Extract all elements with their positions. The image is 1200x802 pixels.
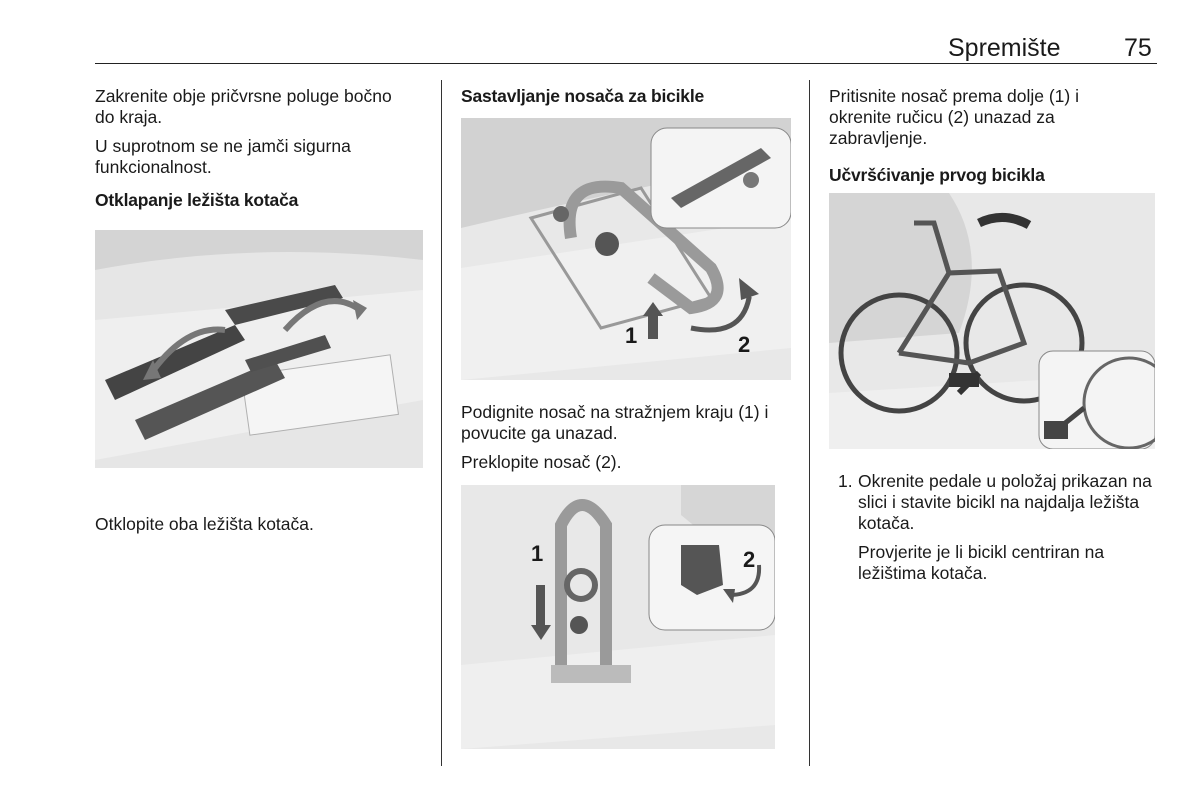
illustration-unfold-wheel-holders — [95, 230, 423, 468]
heading-unfold-wheel-holders: Otklapanje ležišta kotača — [95, 190, 299, 210]
paragraph-unfold-both: Otklopite oba ležišta kotača. — [95, 514, 314, 534]
column-2-heading: Sastavljanje nosača za bicikle — [461, 86, 791, 117]
column-3: Pritisnite nosač prema dolje (1) i okren… — [829, 86, 1159, 196]
step-note: Provjerite je li bicikl centriran na lež… — [858, 542, 1105, 583]
figure-label-1: 1 — [531, 541, 544, 566]
column-2-text: Podignite nosač na stražnjem kraju (1) i… — [461, 402, 791, 481]
figure-label-2: 2 — [738, 332, 751, 357]
running-header-title: Spremište — [948, 34, 1061, 62]
heading-assemble-carrier: Sastavljanje nosača za bicikle — [461, 86, 705, 106]
paragraph-press-carrier: Pritisnite nosač prema dolje (1) i okren… — [829, 86, 1079, 148]
step-text: Okrenite pedale u položaj prikazan na sl… — [858, 471, 1152, 533]
column-1: Zakrenite obje pričvrsne poluge bočno do… — [95, 86, 415, 221]
step-number: 1. — [838, 471, 853, 491]
paragraph-fold-carrier: Preklopite nosač (2). — [461, 452, 622, 472]
figure-label-2: 2 — [743, 547, 756, 572]
column-divider-left — [441, 80, 442, 766]
page-number: 75 — [1124, 34, 1152, 62]
column-divider-right — [809, 80, 810, 766]
figure-label-1: 1 — [625, 323, 638, 348]
caption-block: Otklopite oba ležišta kotača. — [95, 514, 425, 543]
paragraph-rotate-levers: Zakrenite obje pričvrsne poluge bočno do… — [95, 86, 392, 127]
step-list: 1. Okrenite pedale u položaj prikazan na… — [838, 471, 1168, 611]
paragraph-lift-carrier: Podignite nosač na stražnjem kraju (1) i… — [461, 402, 769, 443]
illustration-first-bike — [829, 193, 1155, 449]
header-rule — [95, 63, 1157, 64]
paragraph-safety-warning: U suprotnom se ne jamči sigurna funkcion… — [95, 136, 351, 177]
illustration-fold-carrier: 1 2 — [461, 485, 775, 749]
heading-fasten-first-bike: Učvršćivanje prvog bicikla — [829, 165, 1045, 185]
illustration-lift-carrier: 1 2 — [461, 118, 791, 380]
step-body: Okrenite pedale u položaj prikazan na sl… — [858, 471, 1158, 592]
